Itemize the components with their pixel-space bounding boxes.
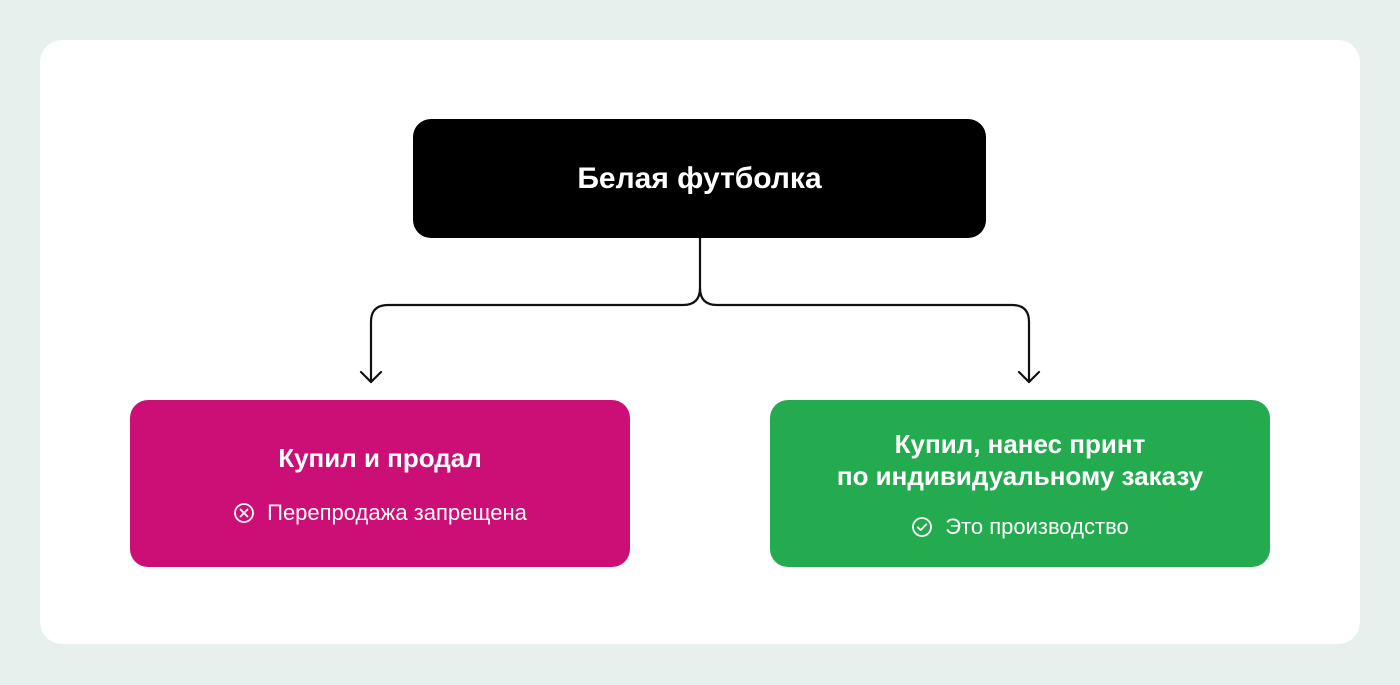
x-circle-icon: [234, 502, 255, 523]
branch-note-text: Это производство: [945, 513, 1129, 539]
check-circle-icon: [912, 516, 933, 537]
branch-note: Перепродажа запрещена: [233, 500, 527, 526]
branch-title: Купил и продал: [278, 442, 482, 474]
branch-node-production: Купил, нанес принт по индивидуальному за…: [770, 400, 1270, 567]
branch-note: Это производство: [911, 514, 1129, 540]
branch-note-text: Перепродажа запрещена: [267, 499, 527, 525]
branch-title-line: Купил, нанес принт: [894, 428, 1146, 459]
branch-node-resale: Купил и продал Перепродажа запрещена: [130, 400, 630, 567]
root-node: Белая футболка: [413, 119, 986, 238]
root-title: Белая футболка: [577, 161, 822, 195]
branch-title: Купил, нанес принт по индивидуальному за…: [837, 428, 1203, 492]
branch-title-line: по индивидуальному заказу: [836, 460, 1204, 491]
branch-title-line: Купил и продал: [278, 442, 482, 473]
